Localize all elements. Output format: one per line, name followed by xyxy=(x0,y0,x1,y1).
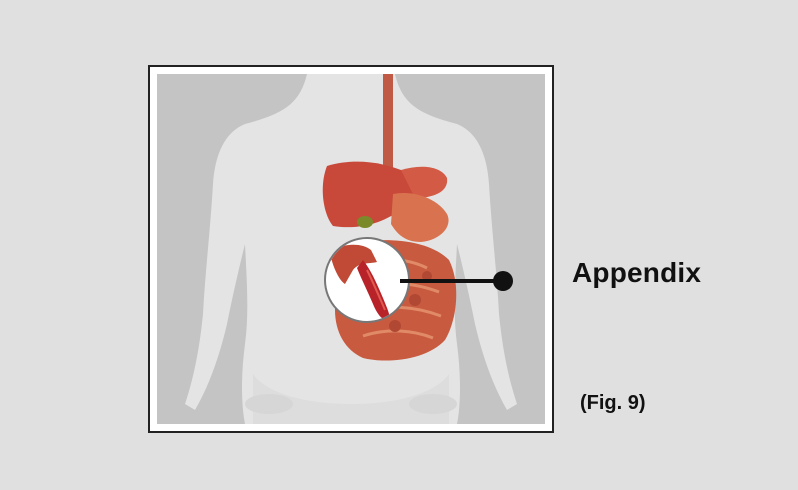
anatomy-illustration xyxy=(157,74,545,424)
figure-caption: (Fig. 9) xyxy=(580,392,646,415)
appendix-zoom-lens xyxy=(325,238,409,322)
torso-illustration xyxy=(157,74,545,424)
figure-frame xyxy=(148,65,554,433)
appendix-label: Appendix xyxy=(572,257,701,289)
